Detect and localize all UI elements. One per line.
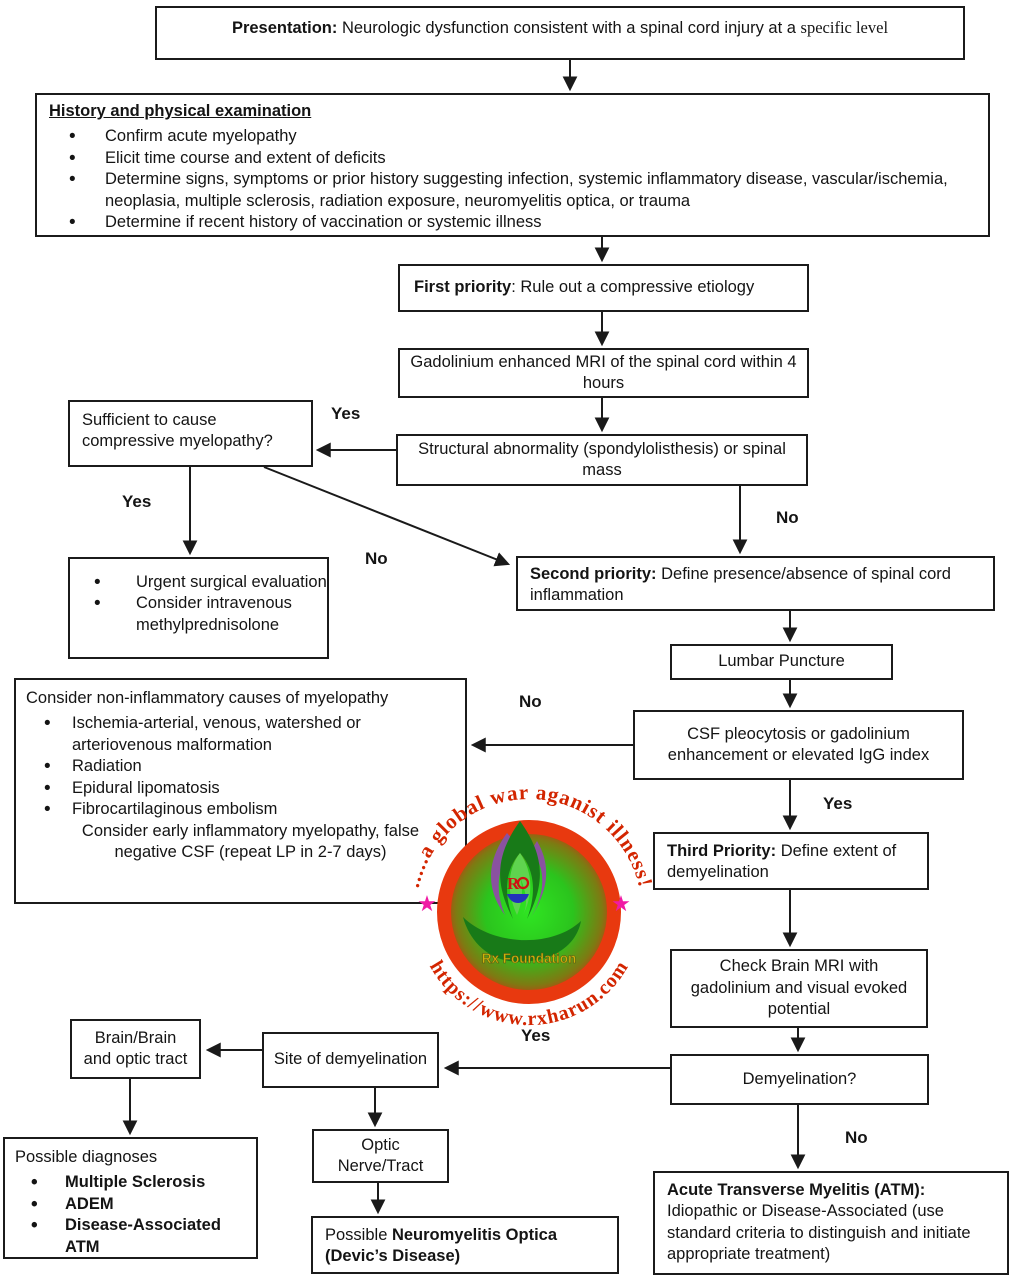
sufficient-text: Sufficient to cause compressive myelopat… — [82, 411, 273, 451]
noninflammatory-bullet: Fibrocartilaginous embolism — [44, 798, 455, 823]
history-bullet: Determine signs, symptoms or prior histo… — [69, 168, 976, 212]
history-bullet: Elicit time course and extent of deficit… — [69, 147, 976, 172]
optic-text: Optic Nerve/Tract — [337, 1135, 424, 1175]
node-site-of-demyelination: Site of demyelination — [262, 1032, 439, 1088]
edge-label-yes-csf-to-third: Yes — [823, 794, 853, 813]
first-priority-text: : Rule out a compressive etiology — [511, 278, 755, 297]
first-priority-label: First priority — [414, 278, 512, 297]
presentation-text: Neurologic dysfunction consistent with a… — [341, 19, 796, 37]
third-priority-label: Third Priority: — [667, 842, 777, 860]
presentation-label: Presentation: — [231, 19, 338, 37]
rx-foundation-logo: R — [463, 821, 581, 962]
node-history-exam: History and physical examination Confirm… — [35, 93, 990, 237]
edge-label-yes-demyelination-to-site: Yes — [521, 1026, 551, 1045]
node-lumbar-puncture: Lumbar Puncture — [670, 644, 893, 680]
node-third-priority: Third Priority: Define extent of demyeli… — [653, 832, 929, 890]
watermark-arc-bottom-text: https://www.rxharun.com — [425, 957, 633, 1031]
node-structural-abnormality: Structural abnormality (spondylolisthesi… — [396, 434, 808, 486]
third-priority-text: Define extent of demyelination — [667, 842, 897, 882]
node-presentation: Presentation: Neurologic dysfunction con… — [155, 6, 965, 60]
possible-diagnosis-bullet: ADEM — [31, 1193, 246, 1218]
watermark-foundation-label: Rx Foundation — [482, 951, 577, 966]
noninflammatory-note-line1: Consider early inflammatory myelopathy, … — [81, 821, 420, 840]
neuromyelitis-bold-text: Neuromyelitis Optica (Devic’s Disease) — [325, 1226, 558, 1266]
edge-label-yes-structural-to-sufficient: Yes — [331, 404, 361, 423]
csf-text: CSF pleocytosis or gadolinium enhancemen… — [667, 724, 930, 764]
second-priority-label: Second priority: — [530, 565, 657, 583]
node-optic-nerve-tract: Optic Nerve/Tract — [312, 1129, 449, 1183]
second-priority-text: Define presence/absence of spinal cord i… — [530, 565, 951, 605]
node-urgent-surgical: Urgent surgical evaluation Consider intr… — [68, 557, 329, 659]
node-demyelination-question: Demyelination? — [670, 1054, 929, 1105]
noninflammatory-bullet: Epidural lipomatosis — [44, 777, 455, 802]
mri-text: Gadolinium enhanced MRI of the spinal co… — [410, 352, 797, 392]
node-brain-optic-tract: Brain/Brain and optic tract — [70, 1019, 201, 1079]
node-brain-mri-check: Check Brain MRI with gadolinium and visu… — [670, 949, 928, 1028]
node-csf-pleocytosis: CSF pleocytosis or gadolinium enhancemen… — [633, 710, 964, 780]
noninflammatory-bullet: Ischemia-arterial, venous, watershed or … — [44, 712, 455, 756]
demyelination-text: Demyelination? — [742, 1069, 857, 1088]
noninflammatory-note-line2: negative CSF (repeat LP in 2-7 days) — [114, 843, 387, 862]
brain-mri-text: Check Brain MRI with gadolinium and visu… — [690, 957, 908, 1019]
node-sufficient-compressive: Sufficient to cause compressive myelopat… — [68, 400, 313, 467]
presentation-text-serif: specific level — [800, 18, 889, 37]
structural-text: Structural abnormality (spondylolisthesi… — [418, 439, 786, 479]
neuromyelitis-prefix: Possible — [325, 1226, 388, 1244]
noninflammatory-bullet-list: Ischemia-arterial, venous, watershed or … — [26, 712, 455, 823]
urgent-bullet: Urgent surgical evaluation — [94, 571, 327, 596]
watermark-ring — [437, 820, 621, 1004]
watermark-arc-bottom-textpath: https://www.rxharun.com — [425, 957, 632, 1031]
edge-label-no-demyelination-to-atm: No — [845, 1128, 868, 1147]
watermark-star-right-icon: ★ — [611, 891, 631, 916]
watermark-inner-circle — [444, 827, 614, 997]
edge-label-no-csf-to-noninflammatory: No — [519, 692, 542, 711]
node-possible-diagnoses: Possible diagnoses Multiple Sclerosis AD… — [3, 1137, 258, 1259]
edge-label-yes-sufficient-to-surgery: Yes — [122, 492, 152, 511]
possible-diagnoses-bullet-list: Multiple Sclerosis ADEM Disease-Associat… — [15, 1171, 246, 1258]
history-bullet-list: Confirm acute myelopathy Elicit time cou… — [49, 125, 976, 236]
possible-diagnosis-bullet: Disease-Associated ATM — [31, 1214, 246, 1258]
possible-diagnoses-title: Possible diagnoses — [15, 1148, 158, 1166]
node-second-priority: Second priority: Define presence/absence… — [516, 556, 995, 611]
urgent-bullet-list: Urgent surgical evaluation Consider intr… — [70, 571, 327, 636]
edge-label-no-sufficient-to-second: No — [365, 549, 388, 568]
node-noninflammatory-causes: Consider non-inflammatory causes of myel… — [14, 678, 467, 904]
history-bullet: Confirm acute myelopathy — [69, 125, 976, 150]
node-first-priority: First priority: Rule out a compressive e… — [398, 264, 809, 312]
node-gadolinium-mri: Gadolinium enhanced MRI of the spinal co… — [398, 348, 809, 398]
brain-tract-text: Brain/Brain and optic tract — [83, 1028, 188, 1068]
lumbar-text: Lumbar Puncture — [718, 652, 845, 671]
edge-label-no-structural-to-second: No — [776, 508, 799, 527]
noninflammatory-title: Consider non-inflammatory causes of myel… — [26, 689, 389, 707]
history-bullet: Determine if recent history of vaccinati… — [69, 211, 976, 236]
noninflammatory-bullet: Radiation — [44, 755, 455, 780]
possible-diagnosis-bullet: Multiple Sclerosis — [31, 1171, 246, 1196]
atm-label: Acute Transverse Myelitis (ATM): — [667, 1181, 926, 1199]
history-title: History and physical examination — [49, 102, 312, 120]
node-neuromyelitis-optica: Possible Neuromyelitis Optica (Devic’s D… — [311, 1216, 619, 1274]
site-text: Site of demyelination — [273, 1050, 428, 1069]
urgent-bullet: Consider intravenous methylprednisolone — [94, 592, 327, 636]
rx-goblet-icon: R — [507, 874, 520, 893]
node-acute-transverse-myelitis: Acute Transverse Myelitis (ATM): Idiopat… — [653, 1171, 1009, 1275]
atm-text: Idiopathic or Disease-Associated (use st… — [667, 1202, 971, 1264]
